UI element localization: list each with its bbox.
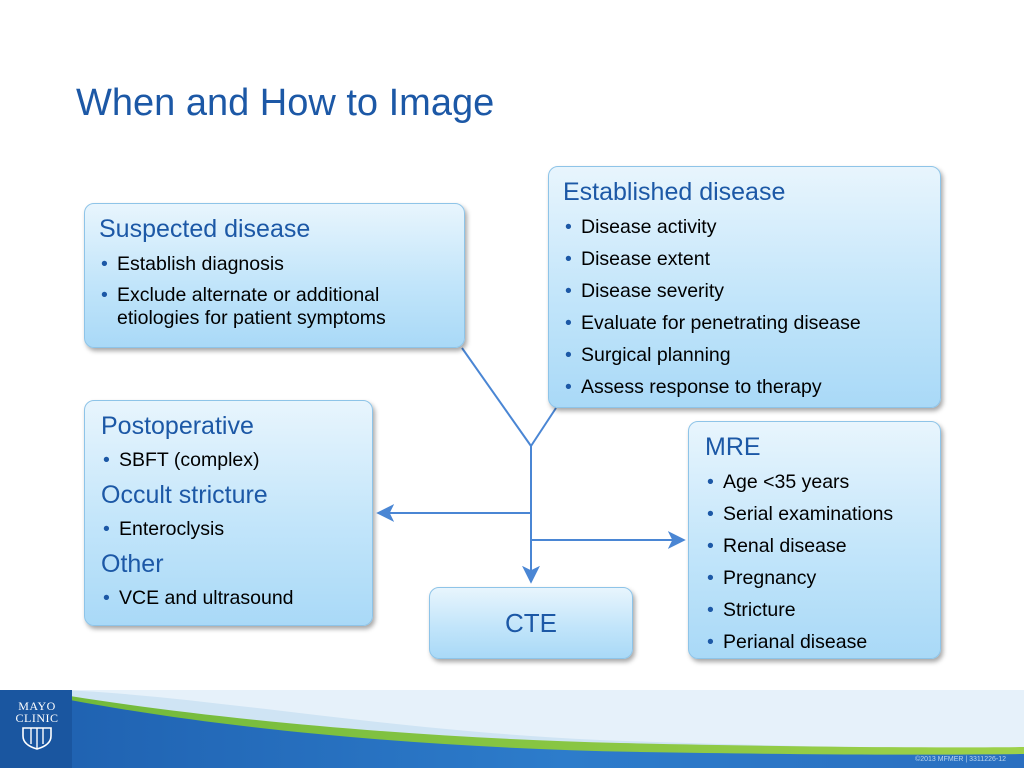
established-disease-box: Established disease Disease activity Dis… xyxy=(548,166,941,408)
connector-suspected xyxy=(461,347,532,447)
list-item: Renal disease xyxy=(705,535,924,558)
box-heading: Suspected disease xyxy=(99,215,311,243)
list-item: Serial examinations xyxy=(705,503,924,526)
list-item: Establish diagnosis xyxy=(99,253,450,276)
shield-icon xyxy=(22,727,52,750)
footer-copyright: ©2013 MFMER | 3311226-12 xyxy=(915,756,1006,763)
postoperative-box: Postoperative SBFT (complex) Occult stri… xyxy=(84,400,373,626)
box-heading: Established disease xyxy=(563,178,786,206)
list-item: Assess response to therapy xyxy=(563,376,926,399)
mayo-clinic-logo: MAYO CLINIC xyxy=(8,700,66,760)
list-item: Perianal disease xyxy=(705,631,924,654)
footer-band xyxy=(0,690,1024,768)
logo-line-1: MAYO xyxy=(18,699,56,713)
list-item: Evaluate for penetrating disease xyxy=(563,312,926,335)
box-heading: Other xyxy=(101,550,164,578)
list-item: Stricture xyxy=(705,599,924,622)
list-item: Disease extent xyxy=(563,248,926,271)
list-item: Surgical planning xyxy=(563,344,926,367)
box-heading: Occult stricture xyxy=(101,481,268,509)
list-item: VCE and ultrasound xyxy=(101,587,356,610)
list-item: Exclude alternate or additional etiologi… xyxy=(99,284,450,330)
box-heading: Postoperative xyxy=(101,412,254,440)
list-item: Disease severity xyxy=(563,280,926,303)
cte-box: CTE xyxy=(429,587,633,659)
logo-line-2: CLINIC xyxy=(15,711,59,725)
list-item: Enteroclysis xyxy=(101,518,356,541)
suspected-disease-box: Suspected disease Establish diagnosis Ex… xyxy=(84,203,465,348)
list-item: SBFT (complex) xyxy=(101,449,356,472)
slide-title: When and How to Image xyxy=(76,82,495,124)
list-item: Age <35 years xyxy=(705,471,924,494)
list-item: Disease activity xyxy=(563,216,926,239)
box-heading: MRE xyxy=(705,433,761,461)
connector-established xyxy=(530,407,557,447)
mre-box: MRE Age <35 years Serial examinations Re… xyxy=(688,421,941,659)
list-item: Pregnancy xyxy=(705,567,924,590)
cte-label: CTE xyxy=(505,607,557,638)
